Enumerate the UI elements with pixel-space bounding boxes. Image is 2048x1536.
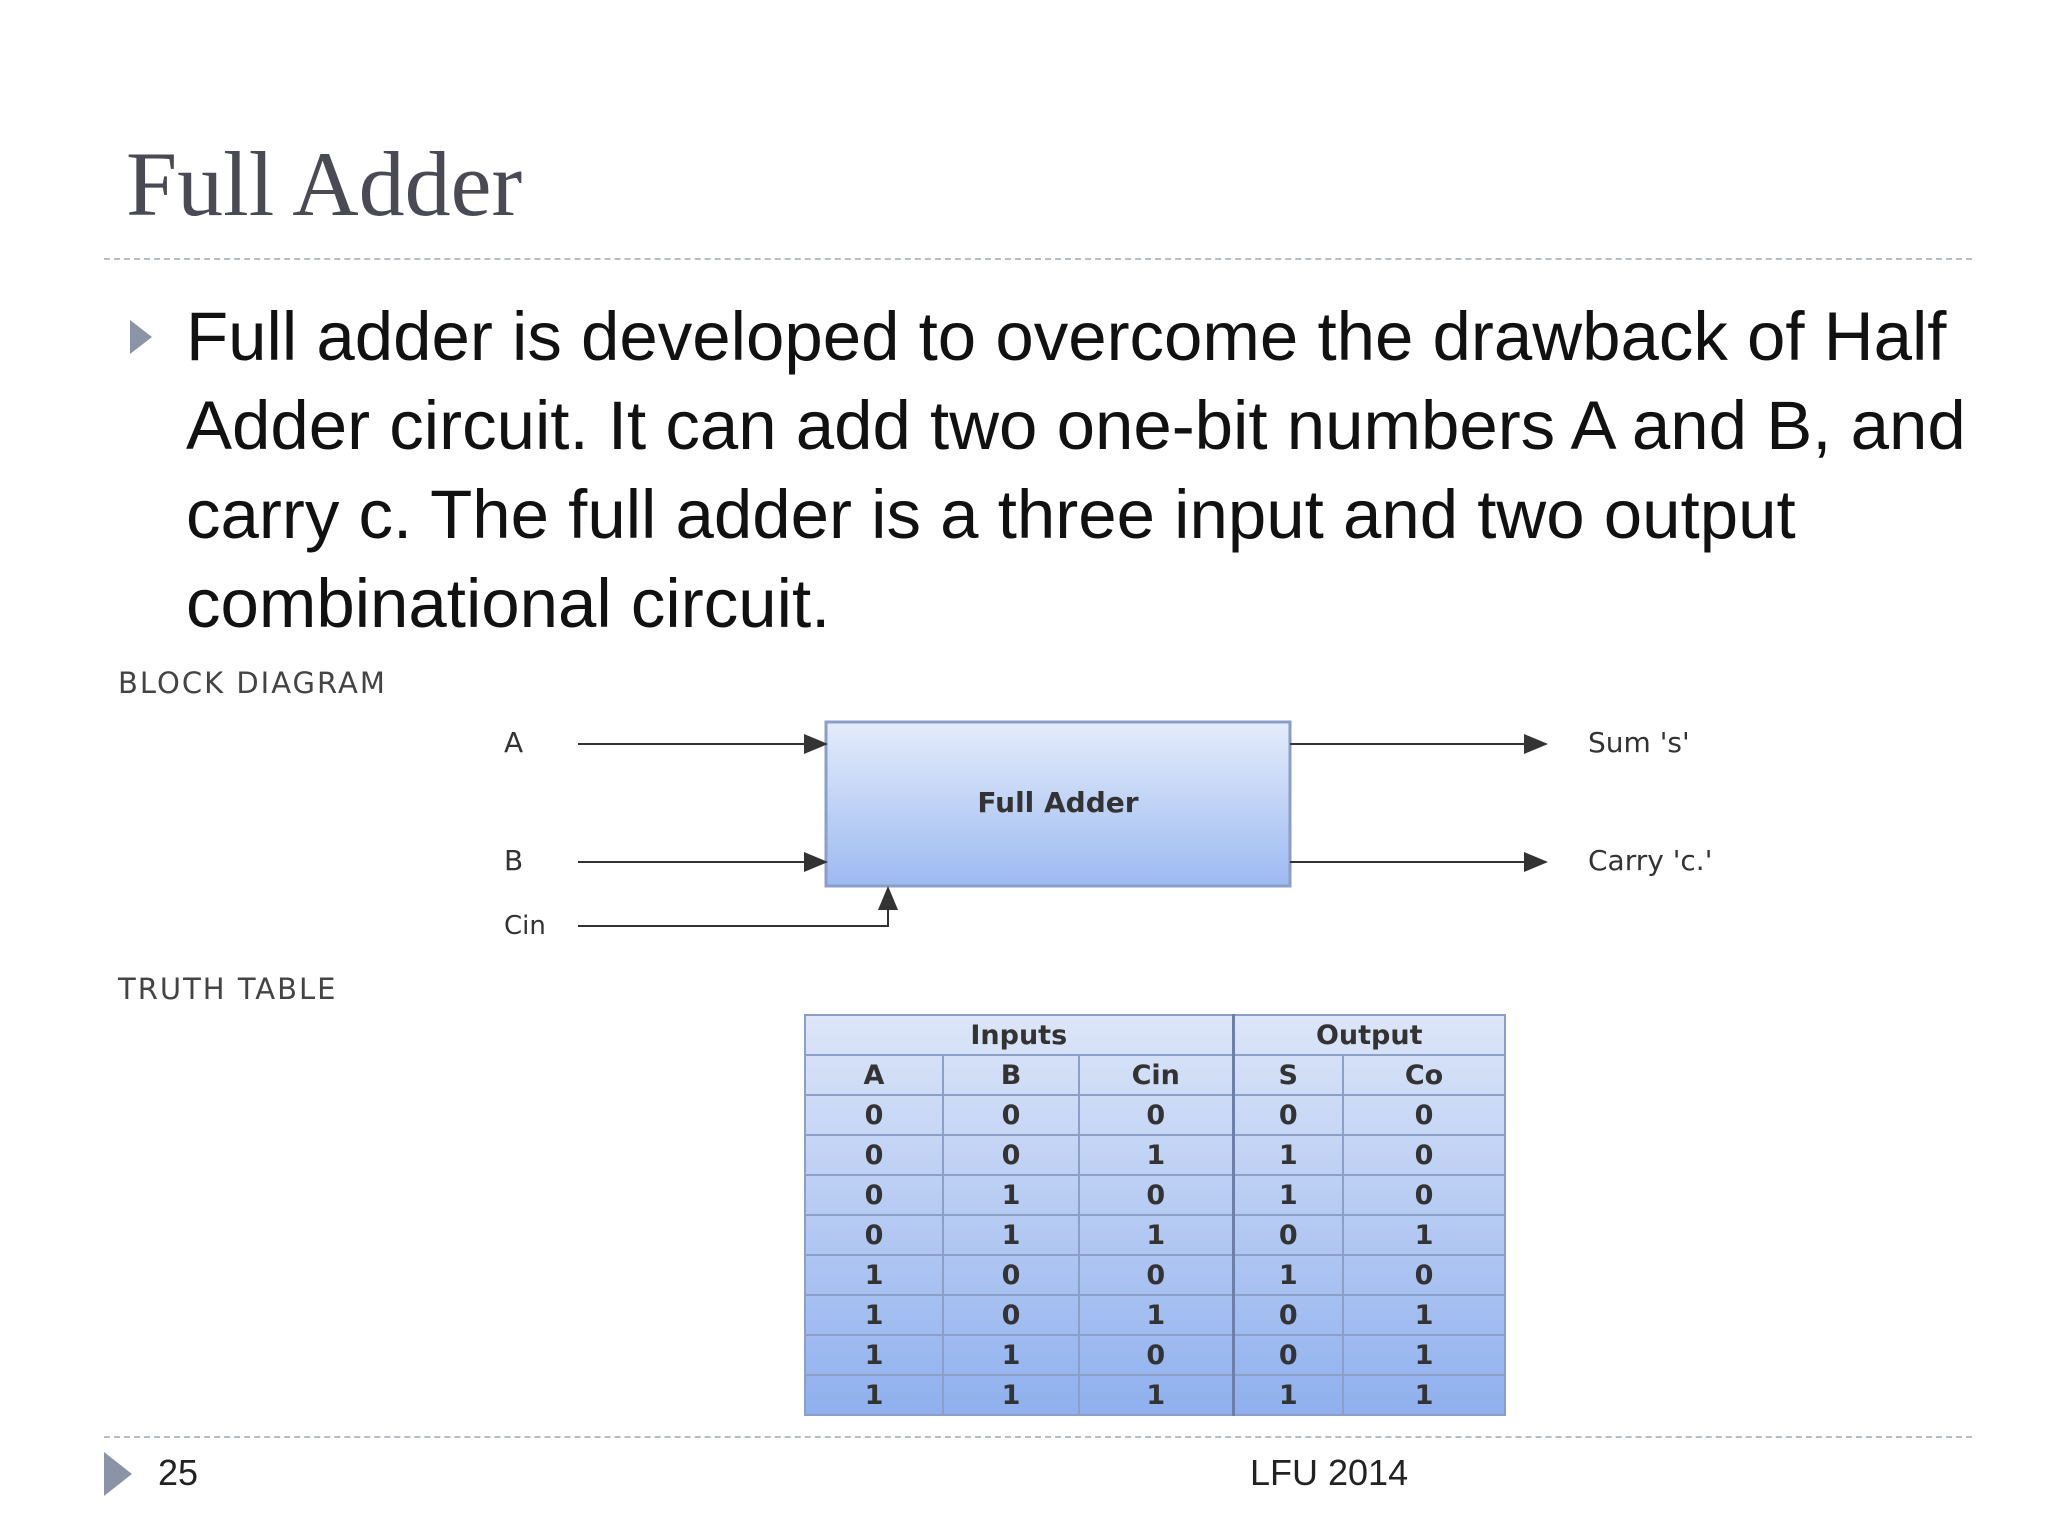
table-cell: 1 <box>1232 1254 1344 1296</box>
group-header-inputs: Inputs <box>804 1014 1235 1056</box>
column-header-co: Co <box>1342 1054 1506 1096</box>
table-cell: 0 <box>804 1214 944 1256</box>
input-label-cin: Cin <box>504 911 546 941</box>
table-cell: 1 <box>804 1294 944 1336</box>
table-cell: 1 <box>942 1334 1080 1376</box>
table-cell: 0 <box>804 1134 944 1176</box>
table-cell: 1 <box>942 1214 1080 1256</box>
table-cell: 1 <box>1078 1134 1235 1176</box>
column-header-s: S <box>1232 1054 1344 1096</box>
table-cell: 0 <box>1078 1334 1235 1376</box>
table-cell: 0 <box>1342 1094 1506 1136</box>
input-label-b: B <box>504 844 523 877</box>
table-cell: 1 <box>1342 1334 1506 1376</box>
table-cell: 1 <box>1078 1294 1235 1336</box>
table-cell: 1 <box>1078 1214 1235 1256</box>
truth-table-group-header-row: Inputs Output <box>804 1014 1506 1056</box>
table-cell: 1 <box>1232 1374 1344 1416</box>
table-cell: 0 <box>1342 1254 1506 1296</box>
table-cell: 0 <box>1232 1334 1344 1376</box>
column-header-cin: Cin <box>1078 1054 1235 1096</box>
table-cell: 0 <box>942 1134 1080 1176</box>
table-cell: 0 <box>1342 1174 1506 1216</box>
table-cell: 0 <box>1232 1294 1344 1336</box>
block-diagram: Full Adder A B Cin Sum 's' Carry 'c.' <box>504 720 1712 941</box>
full-adder-box <box>824 720 1292 888</box>
column-header-b: B <box>942 1054 1080 1096</box>
table-cell: 1 <box>942 1174 1080 1216</box>
footer-arrow-icon <box>104 1452 132 1496</box>
input-label-a: A <box>504 726 523 759</box>
truth-table-label: TRUTH TABLE <box>118 972 338 1006</box>
input-cin-arrow <box>578 886 898 927</box>
title-divider <box>104 258 1972 260</box>
table-cell: 1 <box>804 1254 944 1296</box>
table-cell: 0 <box>1342 1134 1506 1176</box>
footer-text: LFU 2014 <box>1250 1452 1409 1493</box>
footer-divider <box>104 1436 1972 1438</box>
table-cell: 1 <box>1342 1374 1506 1416</box>
table-cell: 0 <box>1078 1174 1235 1216</box>
table-cell: 0 <box>1232 1094 1344 1136</box>
table-cell: 1 <box>1232 1174 1344 1216</box>
bullet-arrow-icon <box>130 320 152 354</box>
table-cell: 0 <box>804 1174 944 1216</box>
bullet-text: Full adder is developed to overcome the … <box>186 298 1966 642</box>
output-label-sum: Sum 's' <box>1588 726 1690 759</box>
table-cell: 0 <box>942 1254 1080 1296</box>
table-cell: 0 <box>804 1094 944 1136</box>
full-adder-box-label: Full Adder <box>977 786 1138 819</box>
table-cell: 0 <box>1078 1094 1235 1136</box>
table-cell: 0 <box>942 1094 1080 1136</box>
block-diagram-label: BLOCK DIAGRAM <box>118 666 387 700</box>
truth-table-column-header-row: A B Cin S Co <box>804 1054 1506 1096</box>
table-cell: 1 <box>1342 1294 1506 1336</box>
page-number: 25 <box>158 1452 199 1493</box>
table-cell: 1 <box>804 1334 944 1376</box>
output-label-carry: Carry 'c.' <box>1588 844 1712 877</box>
table-cell: 1 <box>1078 1374 1235 1416</box>
table-cell: 0 <box>1078 1254 1235 1296</box>
table-cell: 0 <box>1232 1214 1344 1256</box>
column-header-a: A <box>804 1054 944 1096</box>
table-cell: 1 <box>942 1374 1080 1416</box>
table-cell: 1 <box>804 1374 944 1416</box>
table-cell: 1 <box>1232 1134 1344 1176</box>
table-cell: 0 <box>942 1294 1080 1336</box>
table-cell: 1 <box>1342 1214 1506 1256</box>
slide-title: Full Adder <box>126 133 523 235</box>
group-header-output: Output <box>1232 1014 1506 1056</box>
